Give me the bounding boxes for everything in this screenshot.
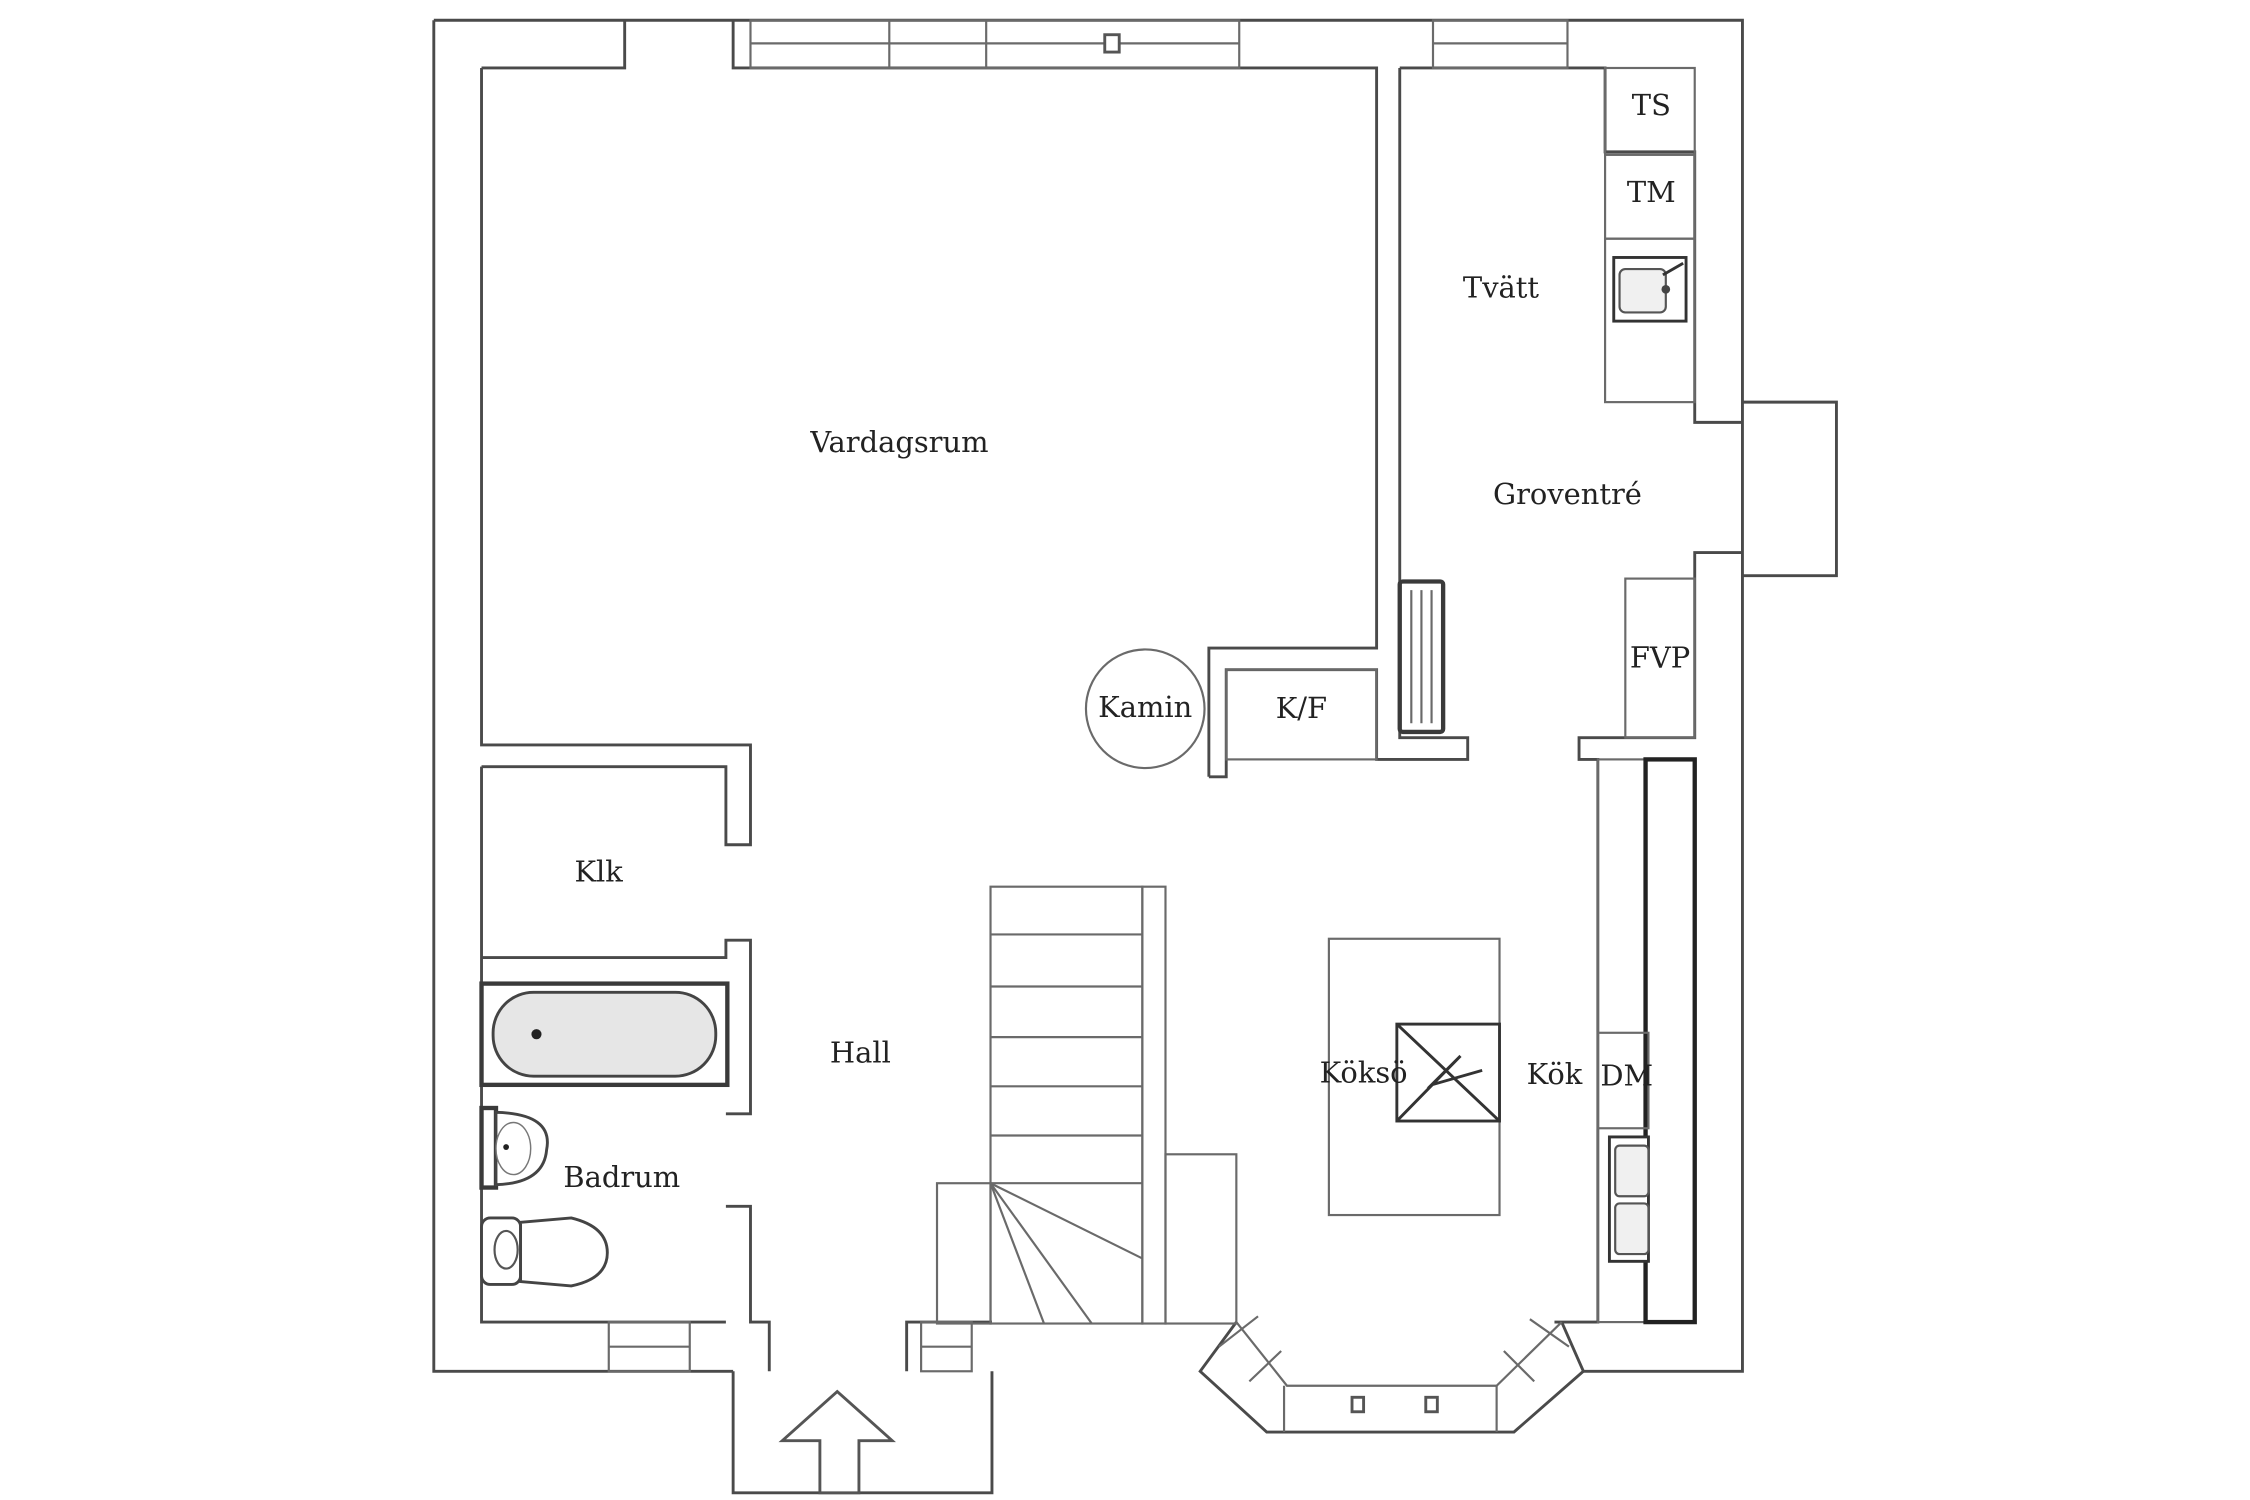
fixture-label-fvp: FVP: [1630, 641, 1690, 675]
fixture-label-dm: DM: [1600, 1059, 1653, 1093]
room-label-hall: Hall: [830, 1035, 891, 1069]
fixture-label-ts: TS: [1632, 88, 1671, 122]
kitchen-island: [1327, 937, 1501, 1217]
entrance-arrow-icon: [778, 1389, 896, 1495]
fvp-cabinet: [1624, 577, 1696, 739]
room-label-tvatt: Tvätt: [1463, 270, 1539, 304]
washbasin: [479, 1105, 549, 1190]
fridge-freezer: [1225, 668, 1378, 761]
kitchen-counter: [1596, 757, 1697, 1325]
kitchen-sink: [1607, 1135, 1650, 1263]
fixture-label-kokso: Köksö: [1320, 1056, 1408, 1090]
fixture-label-kf: K/F: [1276, 691, 1327, 725]
bathtub: [479, 981, 730, 1088]
room-label-vardagsrum: Vardagsrum: [809, 425, 988, 459]
room-label-badrum: Badrum: [563, 1160, 680, 1194]
fixture-label-tm: TM: [1627, 175, 1676, 209]
radiator: [1397, 579, 1446, 735]
room-label-groventre: Groventré: [1493, 477, 1642, 511]
fixture-label-kamin: Kamin: [1098, 690, 1192, 724]
toilet: [480, 1216, 609, 1288]
fireplace: [1084, 648, 1206, 770]
windows: [607, 19, 1569, 1373]
staircase: [935, 885, 1238, 1325]
room-label-klk: Klk: [574, 855, 623, 889]
laundry-units: [1603, 66, 1696, 404]
room-label-kok: Kök: [1527, 1057, 1583, 1091]
exterior-walls: [432, 18, 1838, 1495]
